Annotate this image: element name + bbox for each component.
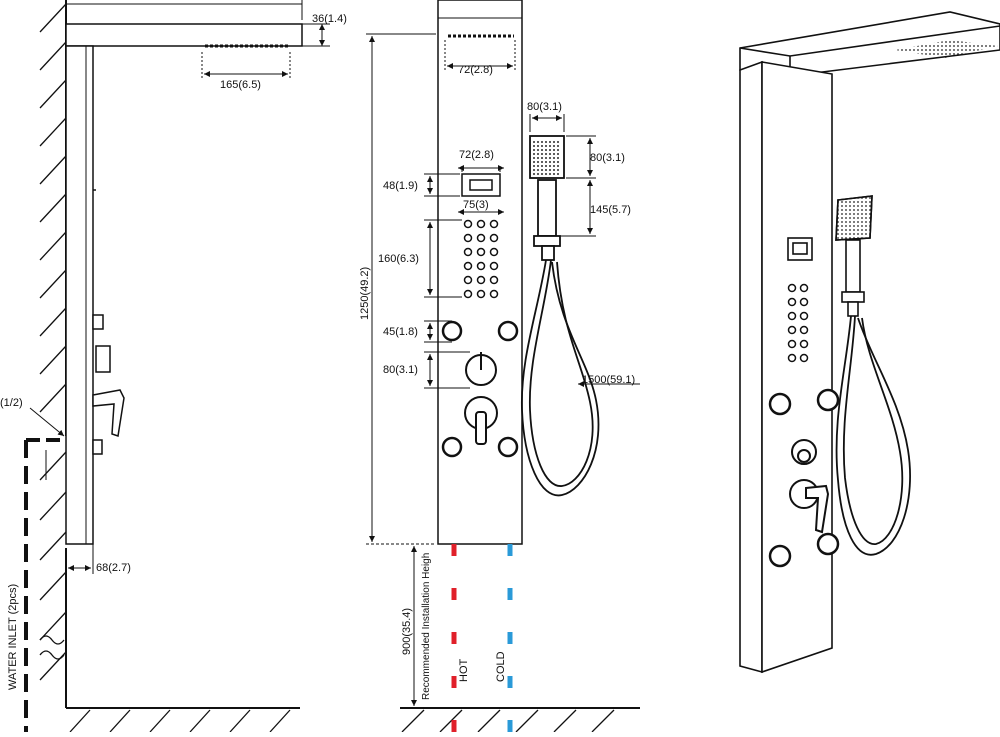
dim-pipe-size: (1/2) xyxy=(0,397,23,409)
perspective-view xyxy=(739,11,1000,674)
side-view xyxy=(24,0,330,733)
label-water-inlet: WATER INLET (2pcs) xyxy=(7,584,19,690)
dim-hand-shower-width: 80(3.1) xyxy=(527,101,562,113)
dim-display-height: 48(1.9) xyxy=(383,180,418,192)
dim-head-spray-width: 165(6.5) xyxy=(220,79,261,91)
dim-display-width: 72(2.8) xyxy=(459,149,494,161)
dim-hand-shower-height: 80(3.1) xyxy=(590,152,625,164)
dim-jets-width: 75(3) xyxy=(463,199,489,211)
dim-jets-height: 160(6.3) xyxy=(378,253,419,265)
body-jets-front xyxy=(463,219,499,299)
front-view xyxy=(366,0,640,733)
floor-hatching-left xyxy=(69,709,291,733)
dim-install-height: 900(35.4) xyxy=(401,608,413,655)
perspective-dial xyxy=(791,439,817,465)
hand-shower xyxy=(520,135,600,497)
dim-top-thickness: 36(1.4) xyxy=(312,13,347,25)
thermostat-dial xyxy=(465,352,497,386)
front-knobs xyxy=(441,320,519,458)
dim-head-width: 72(2.8) xyxy=(458,64,493,76)
diverter-lever xyxy=(464,396,498,445)
label-cold: COLD xyxy=(495,651,507,682)
perspective-lever xyxy=(789,479,830,534)
body-jets-perspective xyxy=(787,283,809,363)
label-recommended-height: Recommended Installation Heigh xyxy=(421,553,432,700)
floor-hatching-mid xyxy=(401,709,615,733)
label-hot: HOT xyxy=(458,659,470,683)
perspective-knobs xyxy=(768,388,840,568)
dim-panel-height: 1250(49.2) xyxy=(359,267,371,320)
display-screen xyxy=(461,173,501,197)
wall-hatching xyxy=(39,3,67,681)
dim-wall-offset: 68(2.7) xyxy=(96,562,131,574)
side-knobs xyxy=(92,189,125,455)
dim-hose-length: 1500(59.1) xyxy=(582,374,635,386)
hand-shower-spray-face xyxy=(533,139,561,175)
dim-hand-holder-height: 145(5.7) xyxy=(590,204,631,216)
dim-mixer-size: 80(3.1) xyxy=(383,364,418,376)
dim-knob-size: 45(1.8) xyxy=(383,326,418,338)
